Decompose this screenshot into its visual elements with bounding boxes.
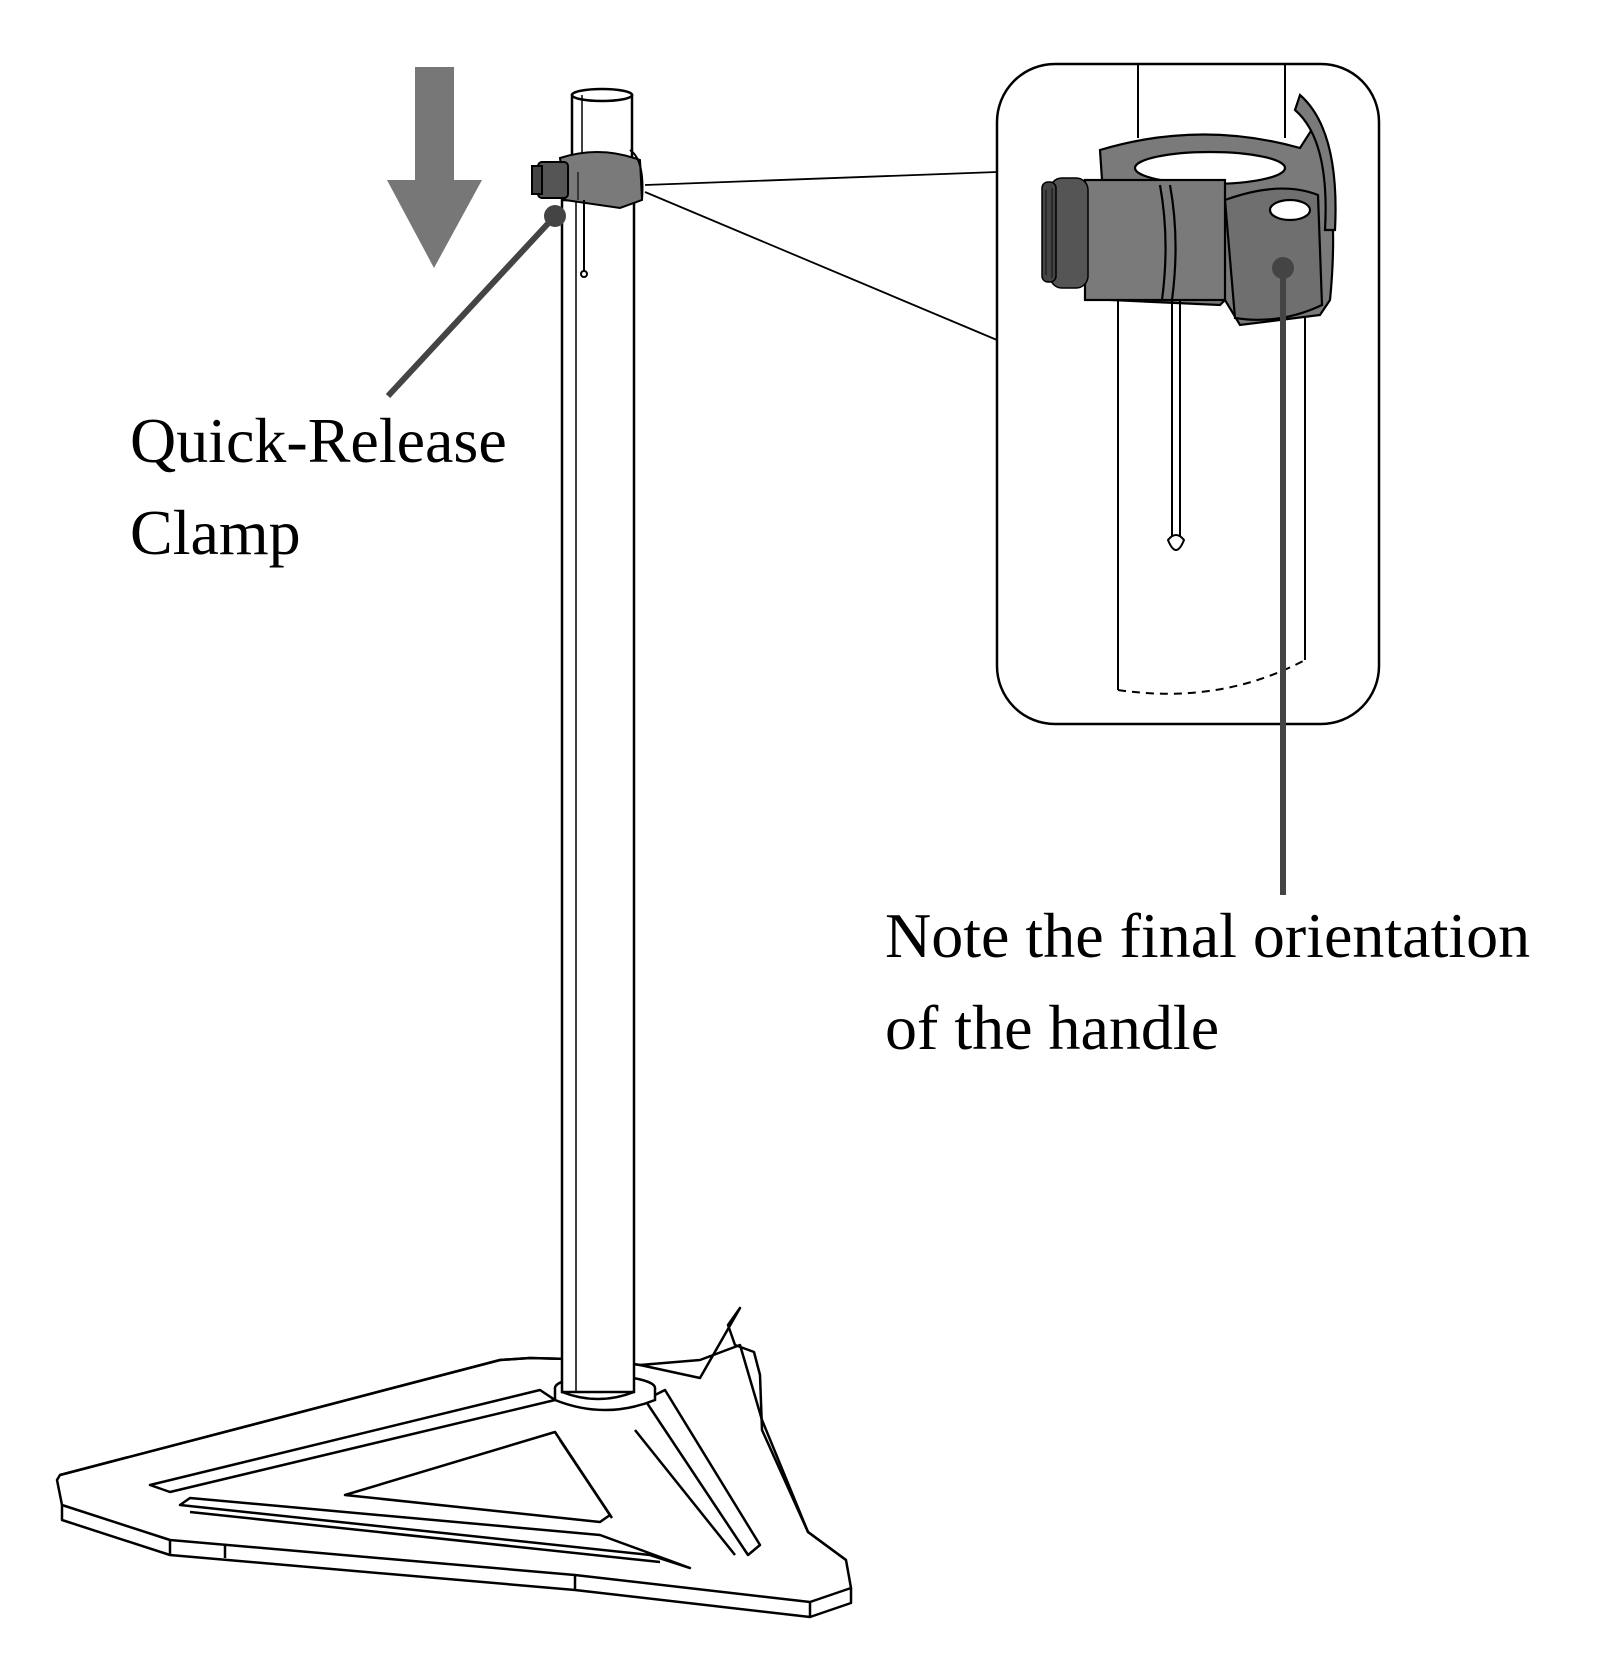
vertical-pole <box>560 198 636 1401</box>
detail-callout-box <box>995 62 1381 726</box>
clamp-label-line-1: Quick-Release <box>130 405 507 476</box>
handle-orientation-note: Note the final orientation of the handle <box>885 890 1530 1074</box>
quick-release-clamp-label: Quick-Release Clamp <box>130 395 507 579</box>
clamp-label-line-2: Clamp <box>130 497 301 568</box>
quick-release-clamp <box>531 149 644 278</box>
knob-icon <box>1041 177 1089 289</box>
note-line-2: of the handle <box>885 992 1220 1063</box>
zoom-lines <box>644 171 998 341</box>
clamp-leader-line <box>385 205 566 399</box>
note-line-1: Note the final orientation <box>885 900 1531 971</box>
down-arrow-icon <box>387 67 482 268</box>
handle-leader-line <box>1272 257 1294 895</box>
stand-base <box>55 1306 853 1619</box>
